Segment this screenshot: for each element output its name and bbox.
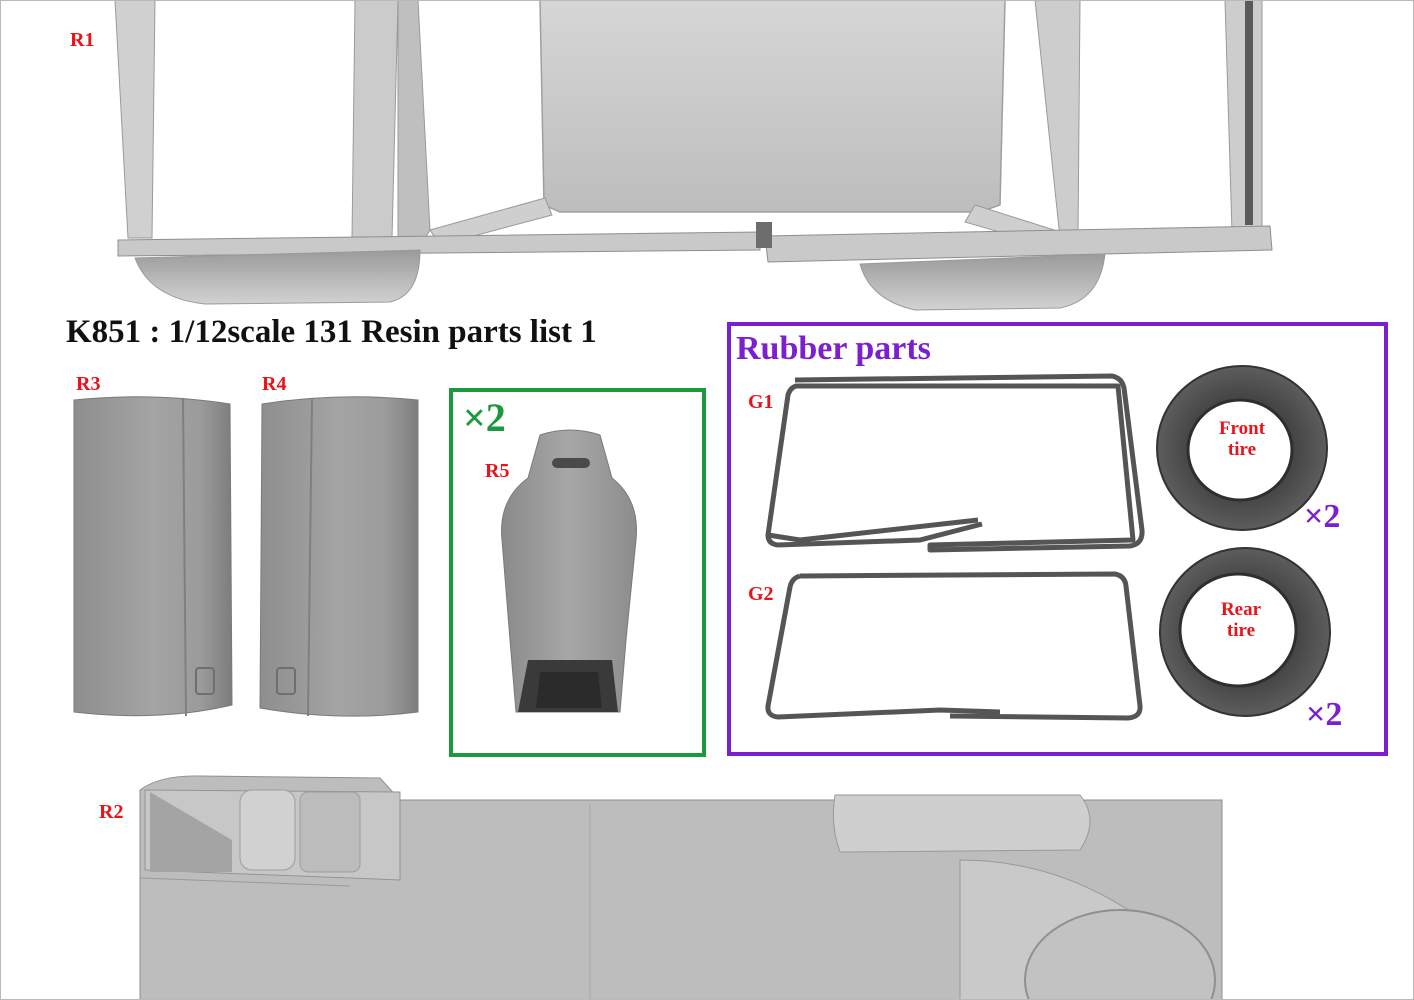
label-r1: R1 (70, 29, 95, 51)
part-r1-body-shell (114, 0, 1273, 311)
label-r4: R4 (262, 373, 287, 395)
rear-tire-label-line1: Rear (1220, 599, 1262, 620)
page-title: K851 : 1/12scale 131 Resin parts list 1 (66, 314, 597, 350)
rear-tire-multiplier: ×2 (1306, 696, 1343, 733)
part-r3-panel (73, 396, 233, 717)
part-r4-panel (259, 396, 419, 717)
rubber-parts-title: Rubber parts (736, 330, 931, 367)
label-g1: G1 (748, 391, 774, 413)
part-g1-window-seal (765, 373, 1145, 553)
seat-multiplier: ×2 (463, 395, 506, 440)
rubber-box-frame (727, 322, 1388, 756)
seat-box-frame (449, 388, 706, 757)
label-r5: R5 (485, 460, 510, 482)
label-r2: R2 (99, 801, 124, 823)
label-g2: G2 (748, 583, 774, 605)
rear-tire-label-line2: tire (1226, 620, 1256, 641)
front-tire-label: Front tire (1197, 418, 1287, 460)
front-tire (1156, 365, 1328, 531)
part-r2-floor (139, 775, 1223, 1000)
front-tire-label-line2: tire (1227, 439, 1257, 460)
rear-tire-label: Rear tire (1196, 599, 1286, 641)
rear-tire (1159, 547, 1331, 717)
part-g2-window-seal (765, 571, 1143, 721)
front-tire-multiplier: ×2 (1304, 498, 1341, 535)
part-r5-seat (501, 429, 637, 713)
front-tire-label-line1: Front (1218, 418, 1266, 439)
label-r3: R3 (76, 373, 101, 395)
